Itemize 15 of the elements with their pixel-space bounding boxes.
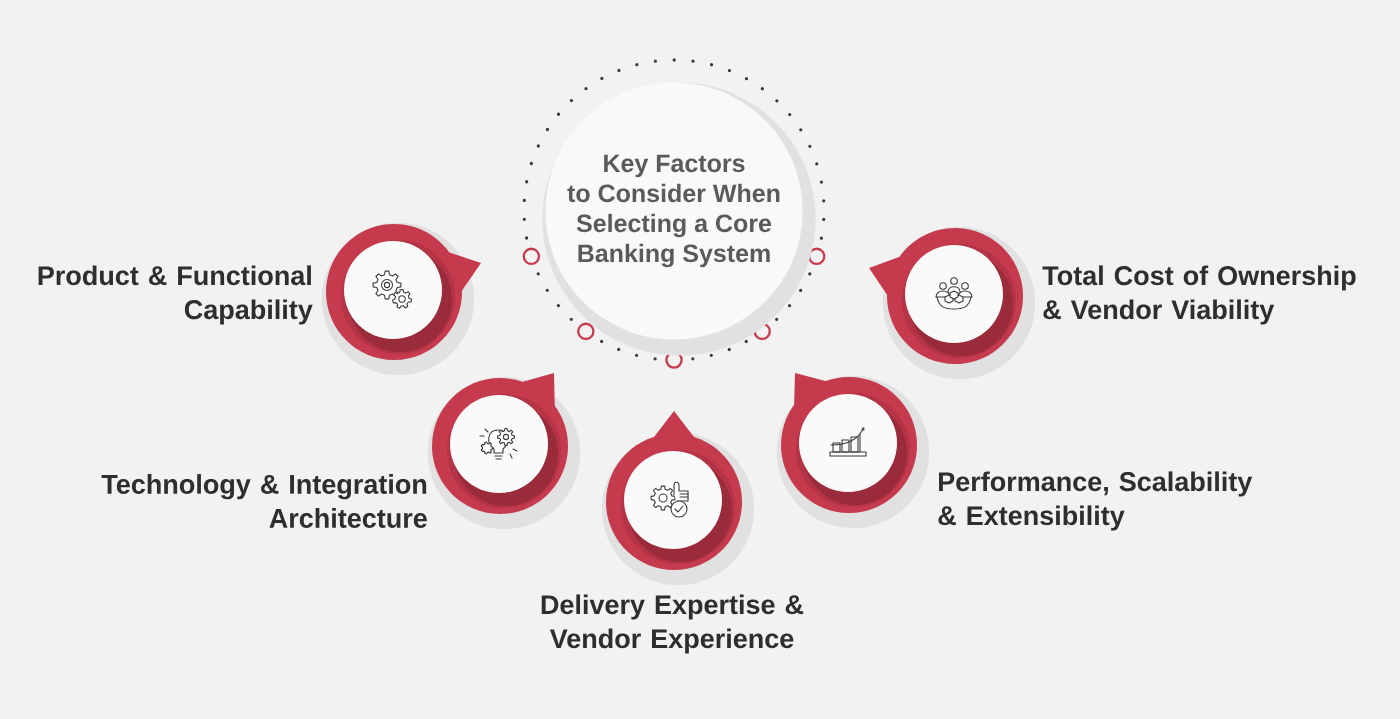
lightbulb-gear-icon (479, 428, 518, 460)
people-icon (935, 277, 973, 310)
factor-label: Product & Functional Capability (38, 265, 313, 325)
gears-icon (372, 270, 413, 309)
factor-label: Technology & Integration Architecture (101, 474, 427, 528)
pointer-circle (869, 228, 1023, 364)
pointer-circle (326, 224, 481, 360)
growth-chart-icon (829, 427, 867, 457)
pointer-circle (432, 373, 568, 514)
gear-thumbs-up-icon (650, 481, 689, 518)
factor-label: Delivery Expertise & Vendor Experience (541, 594, 804, 654)
factor-label: Total Cost of Ownership & Vendor Viability (1042, 265, 1356, 325)
pointer-circle (781, 373, 917, 513)
factor-label: Performance, Scalability & Extensibility (938, 471, 1253, 531)
pointer-circle (606, 411, 742, 570)
